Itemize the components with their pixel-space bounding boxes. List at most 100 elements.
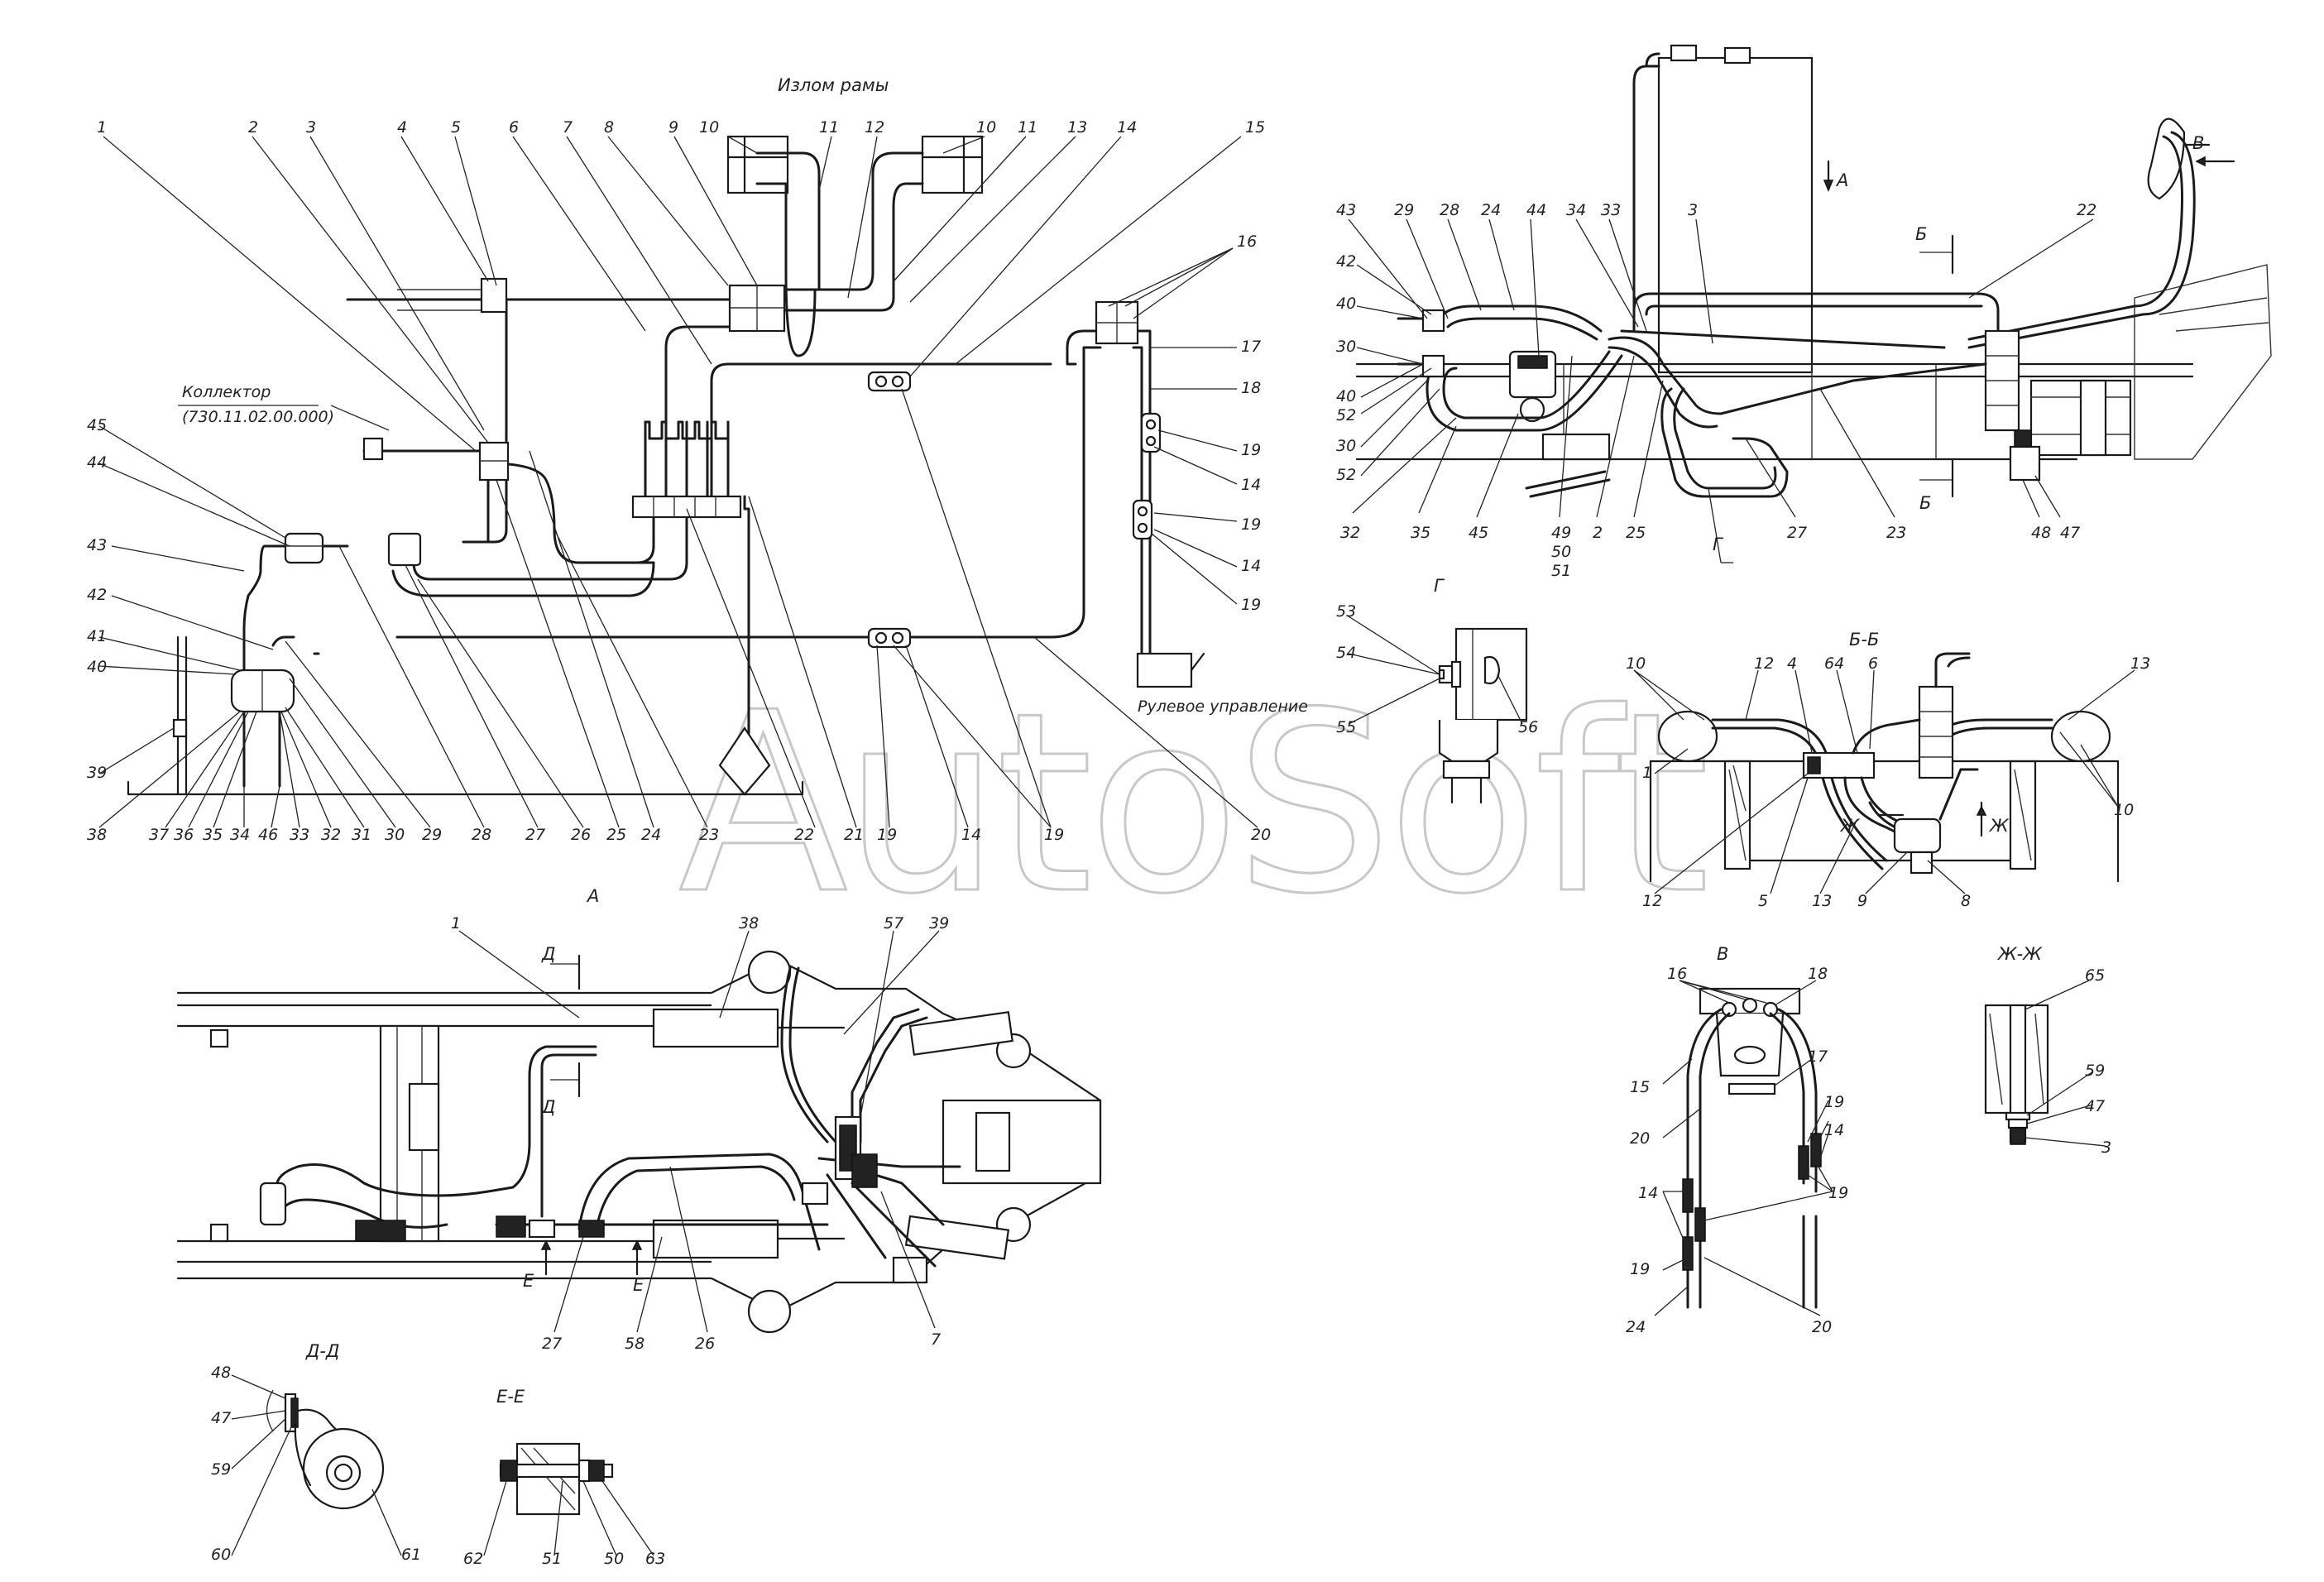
callout-number: 36	[174, 826, 194, 844]
callout-number: 50	[604, 1550, 624, 1568]
callout-number: 34	[230, 826, 250, 844]
callout-number: 29	[1394, 201, 1414, 219]
callout-number: 2	[248, 118, 258, 137]
callout-number: 17	[1241, 338, 1261, 356]
steering-cylinder-right	[921, 135, 984, 194]
callout-number: 24	[1481, 201, 1501, 219]
callout-number: 39	[87, 764, 107, 782]
callout-number: 54	[1336, 644, 1356, 662]
view-BB-title: Б-Б	[1849, 630, 1879, 650]
view-A-plan: А	[176, 886, 1102, 1353]
callout-number: 15	[1630, 1078, 1650, 1096]
callout-number: 14	[1638, 1184, 1658, 1202]
filter-44	[284, 532, 324, 564]
schematic-leaders	[98, 136, 1258, 828]
callout-number: 14	[1117, 118, 1137, 137]
callout-number: 19	[877, 826, 897, 844]
callout-number: 45	[1469, 524, 1488, 542]
callout-number: 13	[1812, 892, 1832, 910]
callout-number: 28	[1440, 201, 1459, 219]
callout-number: 10	[976, 118, 996, 137]
view-ZhZh-title: Ж-Ж	[1996, 944, 2043, 964]
inline-coupling-19a	[867, 371, 912, 392]
callout-number: 65	[2085, 966, 2105, 985]
schematic-callouts-bottom: 38 37 36 35 34 46 33 32 31 30 29 28 27 2…	[87, 826, 1271, 844]
steering-unit	[1136, 652, 1205, 688]
callout-number: 17	[1808, 1047, 1828, 1066]
view-A-title: А	[586, 886, 599, 906]
callout-number: 1	[97, 118, 107, 137]
callout-number: 12	[1642, 892, 1662, 910]
callout-number: 53	[1336, 602, 1356, 621]
callout-number: 43	[87, 536, 107, 554]
schematic-callouts-top: 1 2 3 4 5 6 7 8 9 10 11 12 10 11 13 14 1…	[97, 118, 1265, 614]
callout-number: 24	[1626, 1318, 1646, 1336]
callout-number: 61	[401, 1546, 421, 1564]
inline-coupling-19d	[1132, 499, 1153, 540]
callout-number: 4	[397, 118, 407, 137]
view-DD-section: Д-Д 48 47 59 60 61	[211, 1341, 421, 1564]
callout-number: 13	[2130, 654, 2150, 673]
callout-number: 33	[290, 826, 309, 844]
callout-number: 8	[604, 118, 614, 137]
callout-number: 58	[625, 1335, 644, 1353]
callout-number: 55	[1336, 718, 1356, 736]
tank-40	[230, 669, 295, 713]
callout-number: 48	[211, 1364, 231, 1382]
callout-number: 64	[1824, 654, 1844, 673]
callout-number: 51	[1551, 562, 1571, 580]
callout-number: 19	[1824, 1093, 1844, 1111]
callout-number: 59	[211, 1460, 231, 1479]
callout-number: 16	[1667, 965, 1687, 983]
callout-number: 39	[929, 914, 949, 932]
callout-number: 45	[87, 416, 107, 434]
callout-number: 38	[739, 914, 759, 932]
callout-number: 52	[1336, 466, 1356, 484]
callout-number: 41	[87, 627, 107, 645]
callout-number: 4	[1787, 654, 1797, 673]
callout-number: 44	[1526, 201, 1546, 219]
callout-number: 1	[1642, 764, 1652, 782]
manifold-23	[631, 495, 742, 519]
cut-D-bottom: Д	[541, 1097, 555, 1117]
view-V-detail: В 16 18	[1626, 944, 1848, 1336]
collector-label: Коллектор	[182, 383, 271, 401]
callout-number: 23	[1886, 524, 1906, 542]
callout-number: 27	[542, 1335, 562, 1353]
callout-number: 20	[1630, 1129, 1650, 1148]
callout-number: 20	[1251, 826, 1271, 844]
callout-number: 23	[699, 826, 719, 844]
callout-number: 25	[606, 826, 626, 844]
callout-number: 6	[1868, 654, 1878, 673]
callout-number: 47	[211, 1409, 231, 1427]
callout-number: 47	[2085, 1097, 2105, 1115]
steering-label: Рулевое управление	[1138, 698, 1308, 716]
steering-cylinder-left	[726, 135, 804, 194]
distributor-block-9	[728, 284, 786, 333]
callout-number: 2	[1593, 524, 1603, 542]
callout-number: 46	[258, 826, 278, 844]
callout-number: 40	[87, 658, 107, 676]
filter-27	[387, 532, 422, 567]
section-Zh-right: Ж	[1988, 816, 2010, 836]
schematic-callouts-left: 45 44 43 42 41 40 39	[87, 416, 107, 782]
callout-number: 10	[699, 118, 719, 137]
callout-number: 24	[641, 826, 661, 844]
callout-number: 19	[1828, 1184, 1848, 1202]
callout-number: 14	[1241, 557, 1261, 575]
callout-number: 12	[1754, 654, 1774, 673]
view-V-arrow-label: В	[2192, 133, 2204, 153]
callout-number: 19	[1241, 441, 1261, 459]
callout-number: 18	[1808, 965, 1828, 983]
collector-code: (730.11.02.00.000)	[182, 408, 334, 426]
view-EE-section: Е-Е 62 51 50 63	[463, 1387, 665, 1568]
callout-number: 12	[865, 118, 884, 137]
callout-number: 48	[2031, 524, 2051, 542]
callout-number: 56	[1518, 718, 1538, 736]
callout-number: 63	[645, 1550, 665, 1568]
callout-number: 37	[149, 826, 169, 844]
callout-number: 9	[1857, 892, 1867, 910]
schematic-pipes	[242, 151, 1152, 788]
callout-number: 21	[844, 826, 864, 844]
callout-number: 59	[2085, 1062, 2105, 1080]
